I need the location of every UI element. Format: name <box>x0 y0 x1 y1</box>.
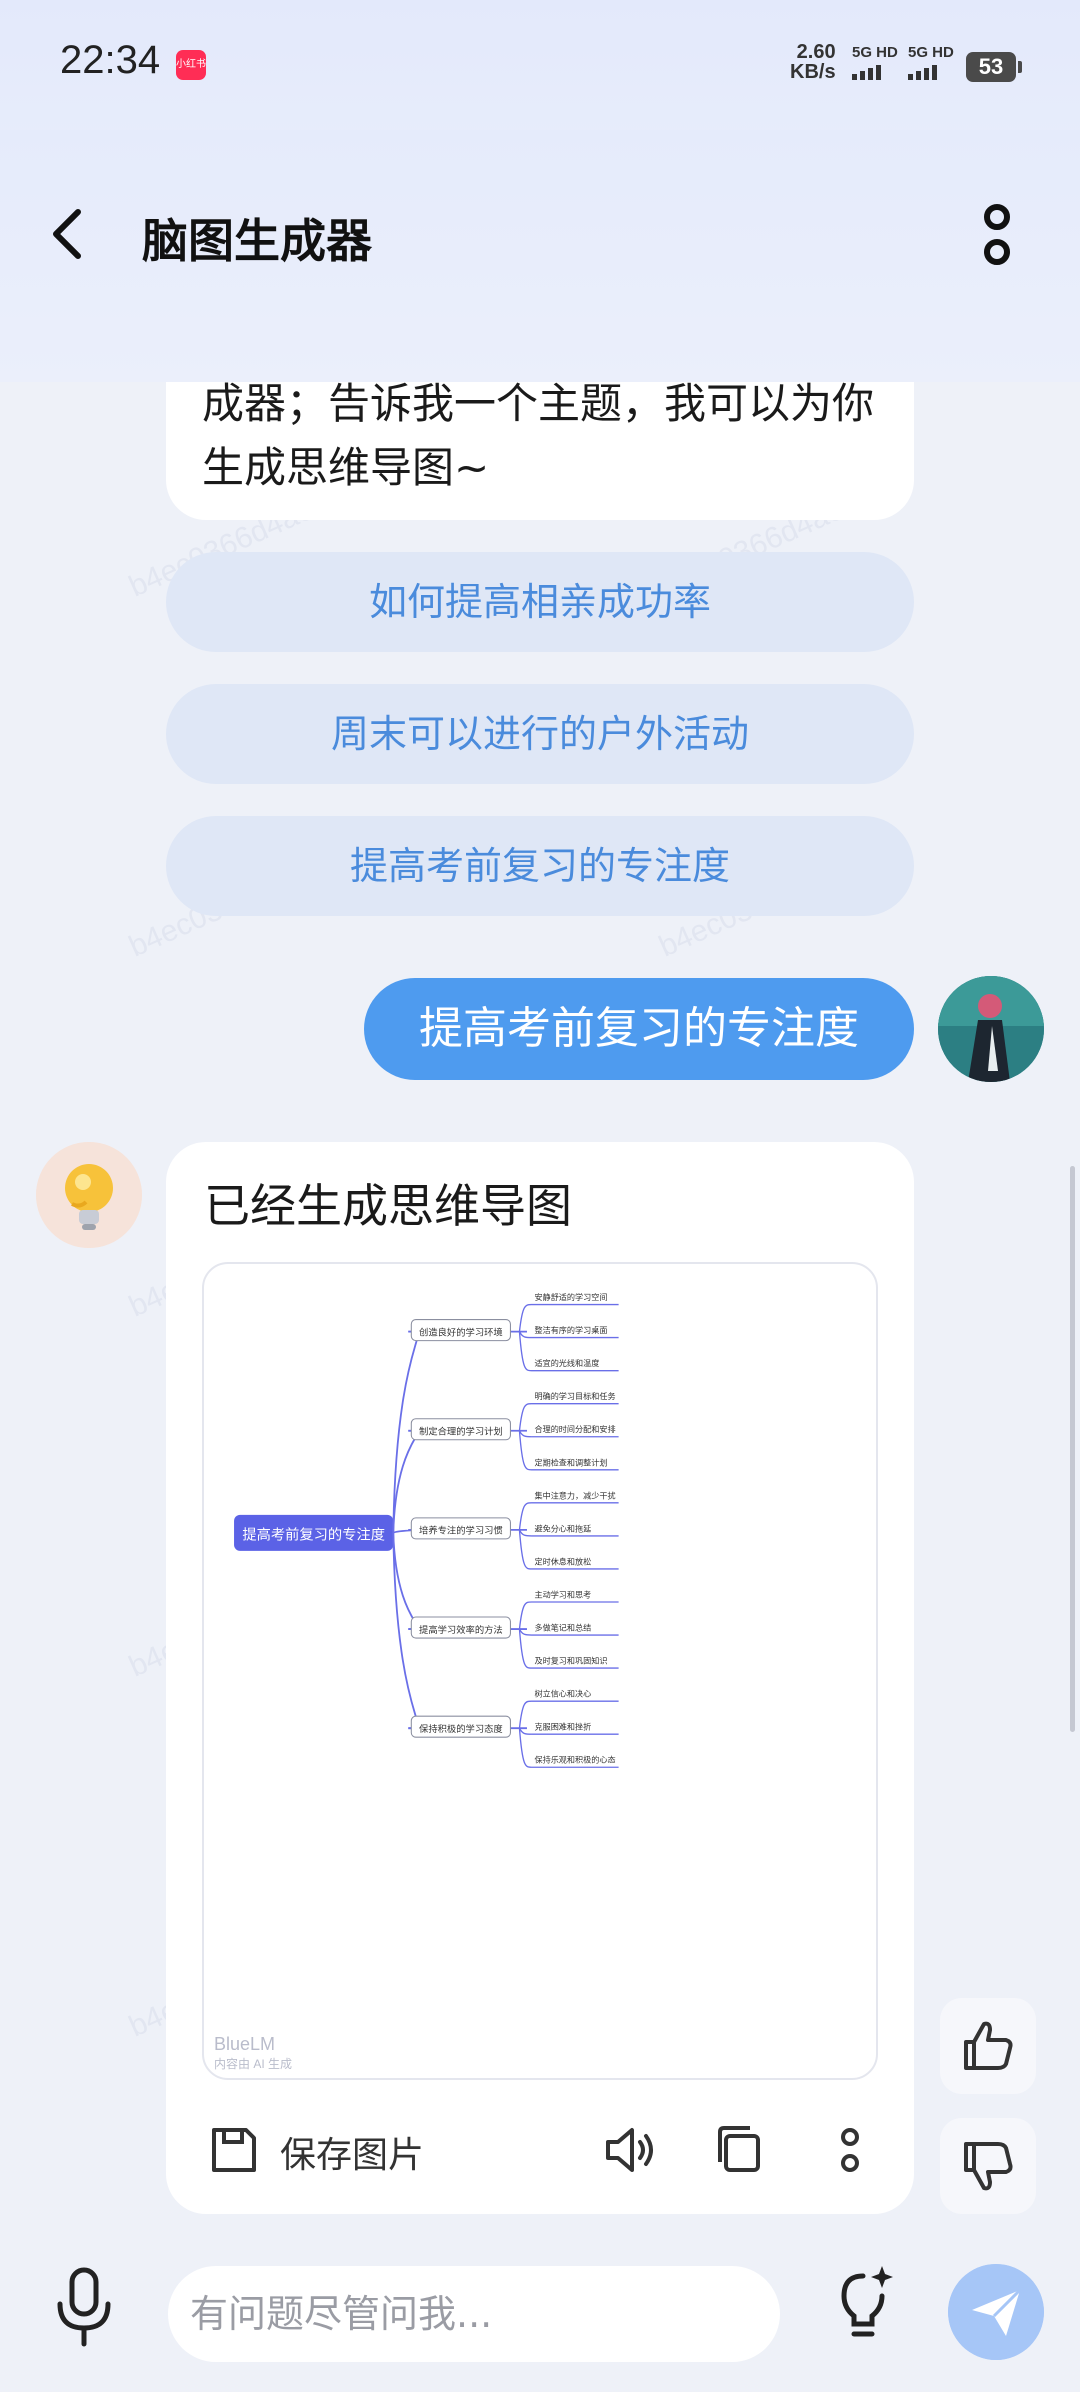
message-input[interactable] <box>168 2266 780 2362</box>
mindmap-leaf-label: 主动学习和思考 <box>534 1589 591 1599</box>
header-background <box>0 130 1080 382</box>
mindmap-leaf-label: 明确的学习目标和任务 <box>534 1391 615 1401</box>
mindmap-leaf-label: 避免分心和拖延 <box>534 1523 591 1533</box>
mindmap-group: 提高考前复习的专注度 创造良好的学习环境 安静舒适的学习空间整洁有序的学习桌面适宜的… <box>234 1292 619 1768</box>
mindmap-branch-box <box>410 1319 511 1342</box>
mindmap-branch-box <box>410 1418 511 1441</box>
suggestion-chip-2[interactable]: 周末可以进行的户外活动 <box>166 684 914 784</box>
mindmap-root-box <box>234 1514 394 1551</box>
status-bar: 22:34 小红书 2.60 KB/s 5G HD 5G HD 53 <box>0 0 1080 130</box>
mindmap-leaf-label: 树立信心和决心 <box>534 1689 591 1699</box>
mindmap-leaf-link <box>518 1502 532 1530</box>
signal-bars-icon <box>908 65 954 80</box>
mindmap-leaf-label: 保持乐观和积极的心态 <box>534 1755 615 1765</box>
send-button[interactable] <box>948 2264 1044 2360</box>
mindmap-branch-label: 创造良好的学习环境 <box>419 1326 503 1338</box>
answer-title: 已经生成思维导图 <box>204 1179 572 1233</box>
mindmap-leaf-link <box>518 1430 532 1471</box>
mindmap-branch-box <box>410 1616 511 1639</box>
more-options-icon[interactable] <box>972 200 1022 270</box>
mindmap-leaf-link <box>518 1331 532 1339</box>
mindmap-leaf-label: 定期检查和调整计划 <box>534 1457 607 1467</box>
intro-text: 成器；告诉我一个主题，我可以为你生成思维导图~ <box>202 379 875 492</box>
save-image-button[interactable]: 保存图片 <box>280 2135 425 2176</box>
sim1-label: 5G HD <box>852 44 898 61</box>
mindmap-leaf-link <box>518 1529 532 1570</box>
speaker-icon[interactable] <box>600 2120 660 2180</box>
microphone-icon[interactable] <box>48 2262 120 2352</box>
mindmap-image[interactable]: 提高考前复习的专注度 创造良好的学习环境 安静舒适的学习空间整洁有序的学习桌面适宜的… <box>202 1262 878 2080</box>
sim2-signal: 5G HD <box>908 44 954 80</box>
mindmap-leaf-link <box>518 1403 532 1431</box>
page-title: 脑图生成器 <box>142 214 372 268</box>
mindmap-leaf-link <box>518 1628 532 1669</box>
mindmap-logo: BlueLM 内容由 AI 生成 <box>214 2034 292 2072</box>
mindmap-branch-label: 保持积极的学习态度 <box>419 1723 503 1735</box>
user-avatar[interactable] <box>938 976 1044 1082</box>
mindmap-branch-label: 提高学习效率的方法 <box>419 1624 503 1636</box>
signal-bars-icon <box>852 65 898 80</box>
logo-subtext: 内容由 AI 生成 <box>214 2057 293 2071</box>
user-message-bubble: 提高考前复习的专注度 <box>364 978 914 1080</box>
net-speed-unit: KB/s <box>790 61 836 83</box>
mindmap-leaf-label: 多做笔记和总结 <box>534 1623 591 1633</box>
more-actions-icon[interactable] <box>820 2120 880 2180</box>
notification-app-icon: 小红书 <box>176 50 206 80</box>
mindmap-leaf-label: 整洁有序的学习桌面 <box>534 1325 607 1335</box>
mindmap-leaf-link <box>518 1728 532 1768</box>
mindmap-leaf-label: 及时复习和巩固知识 <box>534 1656 607 1666</box>
back-arrow-icon[interactable] <box>48 204 88 264</box>
battery-icon: 53 <box>966 52 1022 82</box>
mindmap-leaf-link <box>518 1700 532 1729</box>
mindmap-leaf-link <box>518 1303 532 1332</box>
mindmap-leaf-link <box>518 1529 532 1537</box>
sim2-label: 5G HD <box>908 44 954 61</box>
thumbs-up-icon[interactable] <box>940 1998 1036 2094</box>
inspiration-bulb-icon[interactable] <box>830 2262 896 2348</box>
network-speed: 2.60 KB/s <box>790 42 836 82</box>
mindmap-canvas: 提高考前复习的专注度 创造良好的学习环境 安静舒适的学习空间整洁有序的学习桌面适宜的… <box>234 1292 619 1768</box>
logo-text: BlueLM <box>214 2034 276 2054</box>
net-speed-value: 2.60 <box>796 41 836 63</box>
assistant-message: 已经生成思维导图 提高考前复习的专注度 创造良好的学习环境 安静舒适的学习空间整洁有… <box>166 1142 914 2214</box>
assistant-avatar-bulb-icon <box>36 1142 142 1248</box>
mindmap-leaf-label: 安静舒适的学习空间 <box>534 1292 607 1302</box>
sim1-signal: 5G HD <box>852 44 898 80</box>
save-icon[interactable] <box>204 2120 264 2180</box>
mindmap-leaf-label: 克服困难和挫折 <box>534 1722 591 1732</box>
app-badge-label: 小红书 <box>176 59 206 70</box>
mindmap-branch-label: 制定合理的学习计划 <box>419 1426 503 1438</box>
message-toolbar: 保存图片 <box>166 2102 914 2202</box>
copy-icon[interactable] <box>710 2120 770 2180</box>
mindmap-leaf-label: 集中注意力，减少干扰 <box>534 1490 615 1500</box>
battery-level: 53 <box>978 54 1004 79</box>
mindmap-leaf-label: 合理的时间分配和安排 <box>534 1424 615 1434</box>
mindmap-leaf-link <box>518 1601 532 1630</box>
mindmap-leaf-label: 定时休息和放松 <box>534 1556 591 1566</box>
suggestion-chip-1[interactable]: 如何提高相亲成功率 <box>166 552 914 652</box>
mindmap-branch-box <box>410 1517 511 1540</box>
mindmap-branch-box <box>410 1715 511 1738</box>
suggestion-chip-3[interactable]: 提高考前复习的专注度 <box>166 816 914 916</box>
thumbs-down-icon[interactable] <box>940 2118 1036 2214</box>
scrollbar[interactable] <box>1070 1166 1075 1732</box>
mindmap-leaf-link <box>518 1628 532 1636</box>
mindmap-branch-label: 培养专注的学习习惯 <box>419 1525 503 1537</box>
status-time: 22:34 <box>60 38 161 82</box>
mindmap-leaf-link <box>518 1430 532 1438</box>
mindmap-root-label: 提高考前复习的专注度 <box>242 1526 385 1544</box>
mindmap-leaf-label: 适宜的光线和温度 <box>534 1358 599 1368</box>
mindmap-leaf-link <box>518 1331 532 1372</box>
